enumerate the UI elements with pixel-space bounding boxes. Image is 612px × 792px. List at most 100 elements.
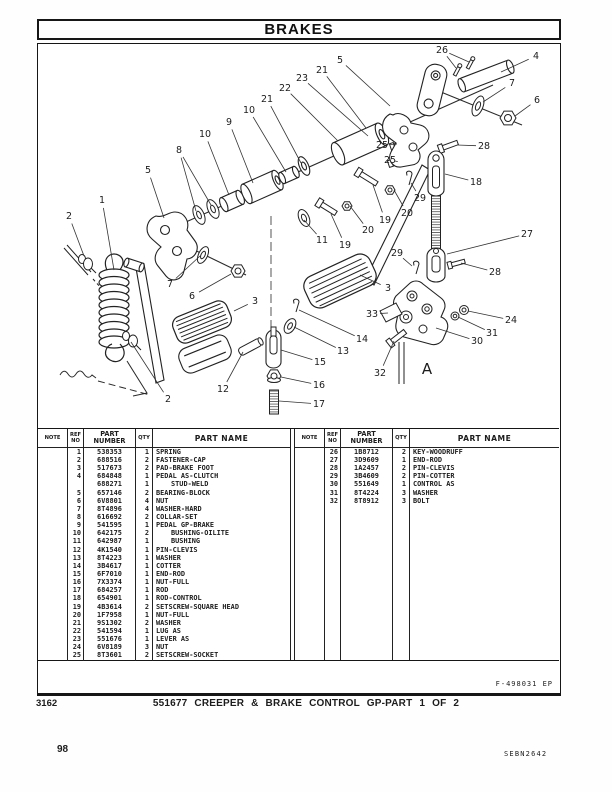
header-qty: QTY	[136, 429, 153, 447]
cell-qty: 2	[136, 618, 153, 628]
cell-part-name: NUT	[156, 643, 169, 652]
publication-code: SEBN2642	[504, 750, 548, 758]
cell-part-name: KEY-WOODRUFF	[413, 448, 463, 456]
cell-part-name: LUG AS	[156, 627, 181, 636]
callout-15: 15	[314, 357, 326, 368]
cell-ref-no: 7	[68, 504, 84, 514]
bearing-block-left	[146, 211, 198, 281]
cell-qty: 2	[393, 472, 410, 481]
cell-qty: 2	[136, 529, 153, 538]
callout-3: 3	[385, 283, 391, 294]
leader-line	[130, 341, 164, 393]
cell-part-number: 3B4617	[84, 561, 136, 571]
leader-line	[456, 144, 477, 147]
callout-20: 20	[401, 208, 413, 219]
leader-line	[410, 182, 417, 192]
cell-ref-no: 16	[68, 578, 84, 587]
brake-parts-diagram: 2181091021222321526476281852525292019201…	[59, 45, 540, 415]
cell-ref-no: 8	[68, 513, 84, 522]
leader-line	[71, 223, 85, 257]
callout-33: 33	[366, 309, 378, 320]
cell-note	[38, 521, 68, 530]
callout-5: 5	[337, 55, 343, 66]
cell-qty: 1	[136, 545, 153, 554]
cell-part-number: 551676	[84, 635, 136, 644]
cell-note	[295, 448, 325, 457]
cell-ref-no: 1	[68, 448, 84, 457]
cell-note	[38, 513, 68, 522]
cell-note	[295, 496, 325, 505]
control-as	[379, 280, 469, 384]
leader-line	[446, 235, 520, 255]
leader-line	[270, 105, 302, 164]
cell-ref-no: 3	[68, 464, 84, 473]
callout-7: 7	[167, 279, 173, 290]
cell-qty: 1	[393, 456, 410, 465]
cell-part-name: PIN-CLEVIS	[156, 545, 198, 554]
cell-ref-no: 5	[68, 488, 84, 497]
leader-line	[198, 273, 232, 293]
leader-line	[290, 93, 339, 142]
clutch-pedal-arm	[123, 257, 165, 384]
view-marker-A: A	[422, 360, 433, 378]
leader-line	[175, 255, 201, 279]
cell-note	[38, 472, 68, 481]
cell-part-name: PAD-BRAKE FOOT	[156, 464, 215, 473]
cell-ref-no	[68, 480, 84, 489]
cell-qty: 1	[136, 594, 153, 603]
cell-ref-no: 32	[325, 496, 341, 505]
cell-ref-no: 30	[325, 480, 341, 489]
page-title: BRAKES	[264, 21, 334, 38]
callout-14: 14	[356, 334, 368, 345]
cell-qty: 1	[136, 610, 153, 619]
leader-line	[231, 129, 254, 184]
callout-9: 9	[226, 117, 232, 128]
cell-part-number: 4K1540	[84, 545, 136, 554]
cell-part-number: 642987	[84, 537, 136, 546]
cell-ref-no: 17	[68, 586, 84, 595]
cell-part-number: 8T3601	[84, 651, 136, 660]
callout-31: 31	[486, 328, 498, 339]
cell-part-number: 688271	[84, 480, 136, 489]
cell-part-number: 654901	[84, 594, 136, 603]
cell-part-name: END-ROD	[413, 456, 443, 465]
cell-note	[38, 651, 68, 660]
leader-line	[467, 310, 504, 319]
cell-part-number: 6V8189	[84, 643, 136, 652]
cell-part-name: COTTER	[156, 561, 181, 570]
leader-line	[435, 327, 470, 339]
cell-ref-no: 27	[325, 456, 341, 465]
ground-line	[59, 360, 151, 397]
spring-illustration	[98, 253, 130, 363]
cell-note	[38, 635, 68, 644]
leader-line	[252, 116, 287, 173]
leader-line	[514, 104, 531, 117]
cell-note	[38, 586, 68, 595]
leader-line	[393, 189, 404, 207]
callout-6: 6	[534, 95, 540, 106]
header-note: NOTE	[38, 429, 68, 447]
cell-part-name: PIN-COTTER	[413, 472, 455, 481]
cell-ref-no: 20	[68, 610, 84, 619]
figure-reference: F-498031 EP	[495, 680, 553, 688]
leader-line	[207, 141, 230, 196]
cell-part-name: COLLAR-SET	[156, 513, 198, 522]
leader-line	[303, 219, 317, 235]
